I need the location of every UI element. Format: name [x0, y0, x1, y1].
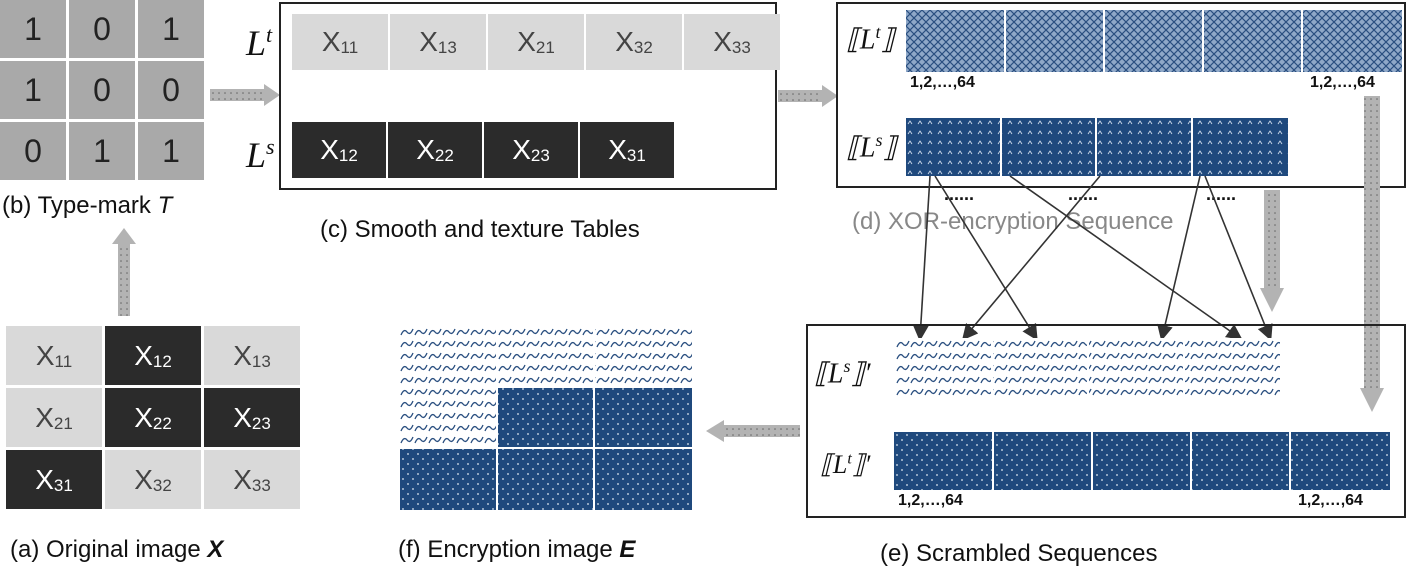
- pixel-label: X: [321, 26, 341, 57]
- pixel-label: X: [35, 339, 55, 371]
- typemark-cell: 0: [69, 61, 135, 119]
- scr-ls-blocks: [896, 338, 1280, 396]
- tables-box: [279, 2, 777, 190]
- scr-range-right: 1,2,…,64: [1298, 492, 1363, 509]
- pixel-label: X: [233, 339, 252, 371]
- pixel-subscript: 23: [530, 146, 550, 165]
- pixel-subscript: 11: [54, 351, 73, 371]
- pixel-subscript: 21: [535, 38, 555, 57]
- scr-range-left: 1,2,…,64: [898, 492, 963, 509]
- scrambled-caption: (e) Scrambled Sequences: [880, 540, 1158, 567]
- typemark-cell: 0: [138, 61, 204, 119]
- scrambled-box: [806, 324, 1406, 518]
- arrow-a-to-b: [112, 228, 136, 316]
- typemark-cell: 0: [69, 0, 135, 58]
- pixel-label: X: [517, 26, 536, 57]
- pixel-subscript: 32: [633, 38, 653, 57]
- pixel-subscript: 11: [340, 38, 359, 57]
- pixel-label: X: [134, 401, 153, 433]
- pixel-subscript: 13: [251, 351, 271, 371]
- xor-dots-1: ......: [944, 184, 975, 204]
- pixel-subscript: 13: [437, 38, 457, 57]
- pixel-subscript: 31: [53, 475, 73, 495]
- pixel-label: X: [416, 134, 435, 165]
- typemark-cell: 0: [0, 122, 66, 180]
- pixel-subscript: 22: [152, 413, 172, 433]
- typemark-cell: 1: [138, 122, 204, 180]
- tables-caption: (c) Smooth and texture Tables: [320, 216, 640, 243]
- xor-range-left: 1,2,…,64: [910, 74, 975, 91]
- arrow-c-to-d: [778, 85, 838, 107]
- xor-lt-blocks: [906, 10, 1402, 72]
- xor-box: [836, 2, 1406, 188]
- pixel-label: X: [615, 26, 634, 57]
- lt-label: Lt: [246, 22, 273, 63]
- typemark-cell: 1: [138, 0, 204, 58]
- xor-dots-2: ......: [1068, 184, 1099, 204]
- pixel-subscript: 32: [152, 475, 172, 495]
- arrow-e-to-f: [706, 420, 800, 442]
- pixel-label: X: [233, 463, 252, 495]
- pixel-label: X: [134, 463, 153, 495]
- encryption-image: [400, 326, 692, 510]
- pixel-subscript: 31: [626, 146, 646, 165]
- original-caption: (a) Original image X: [10, 536, 224, 563]
- xor-lt-label: ⟦Lt⟧: [846, 22, 895, 56]
- xor-caption: (d) XOR-encryption Sequence: [852, 208, 1174, 235]
- pixel-subscript: 21: [53, 413, 73, 433]
- encryption-caption: (f) Encryption image E: [398, 536, 636, 563]
- pixel-label: X: [419, 26, 438, 57]
- pixel-label: X: [512, 134, 531, 165]
- xor-range-right: 1,2,…,64: [1310, 74, 1375, 91]
- pixel-subscript: 12: [338, 146, 358, 165]
- pixel-subscript: 23: [251, 413, 271, 433]
- xor-ls-blocks: [906, 118, 1288, 176]
- scr-lt-label: ⟦Lt⟧′: [820, 450, 871, 479]
- xor-ls-label: ⟦Ls⟧: [846, 130, 897, 164]
- scr-ls-label: ⟦Ls⟧′: [814, 356, 871, 390]
- pixel-subscript: 22: [434, 146, 454, 165]
- pixel-label: X: [35, 463, 54, 495]
- arrow-b-to-c: [210, 84, 280, 106]
- pixel-label: X: [713, 26, 732, 57]
- typemark-cell: 1: [0, 0, 66, 58]
- pixel-label: X: [233, 401, 252, 433]
- pixel-subscript: 33: [731, 38, 751, 57]
- pixel-subscript: 33: [251, 475, 271, 495]
- ls-label: Ls: [246, 134, 275, 175]
- pixel-label: X: [320, 134, 339, 165]
- typemark-caption: (b) Type-mark T: [2, 192, 173, 219]
- pixel-label: X: [608, 134, 627, 165]
- typemark-cell: 1: [0, 61, 66, 119]
- typemark-cell: 1: [69, 122, 135, 180]
- pixel-subscript: 12: [152, 351, 172, 371]
- pixel-label: X: [134, 339, 153, 371]
- scr-lt-blocks: [894, 432, 1390, 490]
- pixel-label: X: [35, 401, 54, 433]
